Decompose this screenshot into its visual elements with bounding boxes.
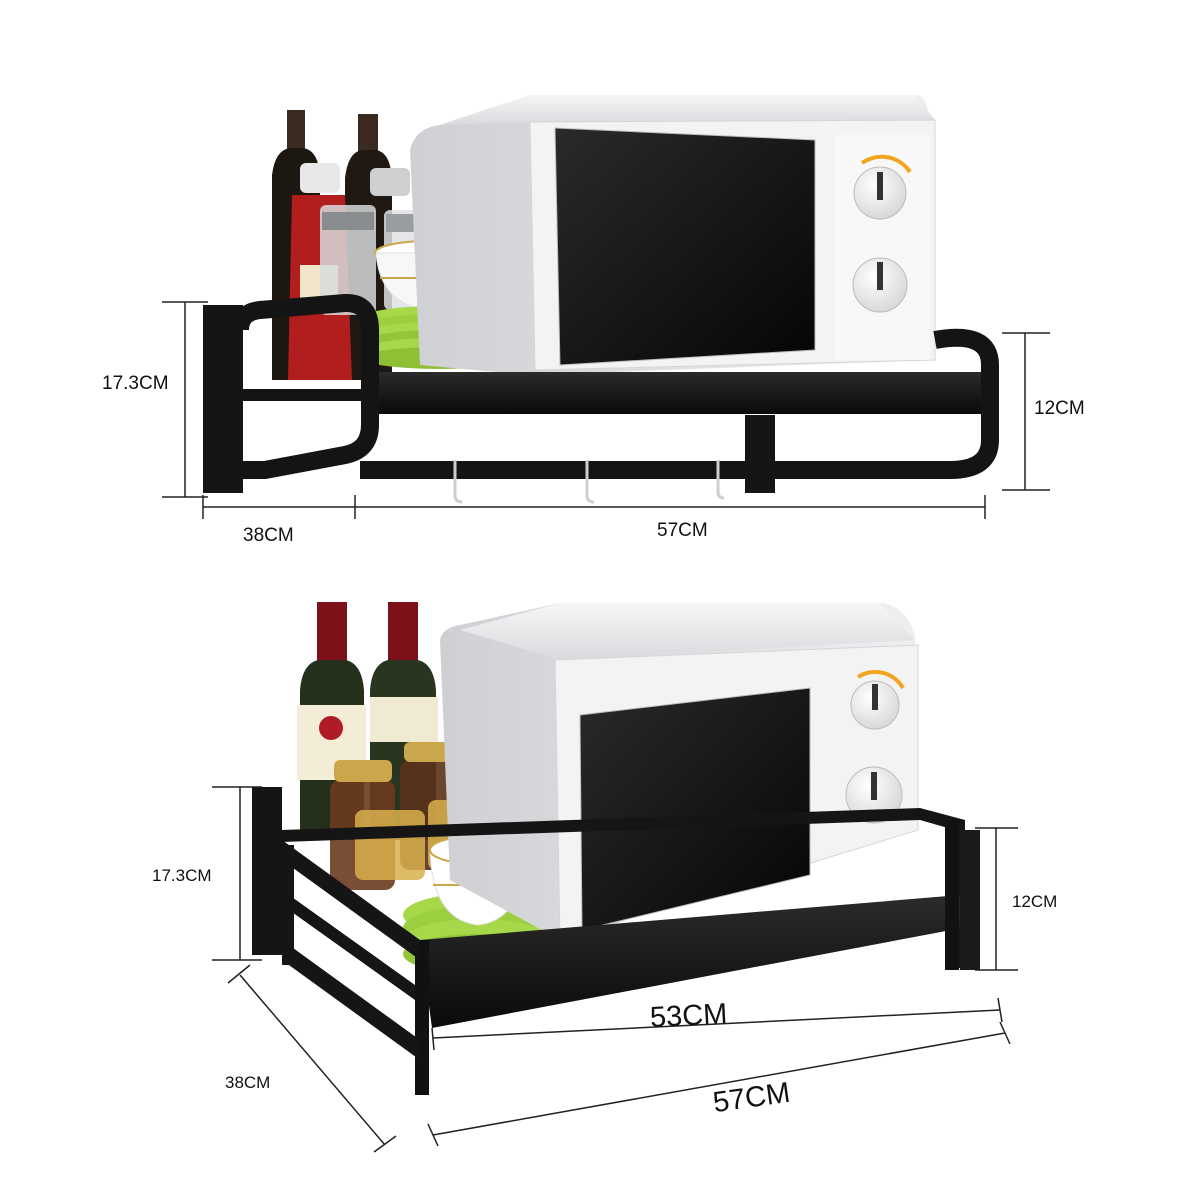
bottom-inner-width-label: 53CM (649, 997, 729, 1035)
top-product (162, 95, 1050, 519)
top-height-right-label: 12CM (1034, 398, 1085, 419)
bottom-height-left-label: 17.3CM (152, 866, 212, 885)
bottom-depth-label: 38CM (225, 1073, 271, 1092)
bottom-dimension-lines (212, 786, 1018, 1153)
top-height-left-label: 17.3CM (102, 373, 169, 394)
top-depth-label: 38CM (243, 525, 294, 546)
top-rack (203, 294, 999, 504)
top-dimension-lines (162, 301, 1050, 519)
top-width-label: 57CM (657, 520, 708, 541)
bottom-height-right-label: 12CM (1012, 892, 1058, 911)
top-microwave (410, 95, 936, 375)
bottom-product (212, 602, 1018, 1153)
bottom-microwave (440, 603, 919, 941)
bottom-rack (252, 787, 980, 1095)
